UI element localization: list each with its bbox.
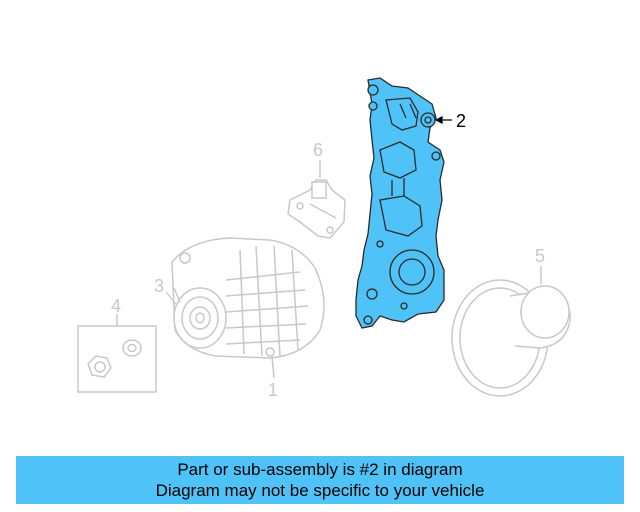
faded-leaders (165, 291, 177, 305)
part-2-bracket[interactable] (355, 77, 445, 329)
callout-label-3: 3 (154, 276, 164, 296)
part-6-regulator (287, 160, 346, 239)
part-4-nut-washer (77, 314, 157, 393)
part-1-alternator (171, 237, 325, 379)
part-5-pulley (451, 266, 571, 397)
callout-label-1: 1 (268, 380, 278, 400)
callout-label-6: 6 (313, 140, 323, 160)
callout-label-5: 5 (535, 246, 545, 266)
callout-2-leader (434, 116, 452, 124)
banner-line-1: Part or sub-assembly is #2 in diagram (177, 460, 463, 479)
banner-line-2: Diagram may not be specific to your vehi… (155, 481, 485, 500)
callout-label-2: 2 (456, 111, 466, 131)
callout-label-4: 4 (111, 296, 121, 316)
info-banner: Part or sub-assembly is #2 in diagram Di… (16, 456, 624, 504)
parts-diagram: 2 6 3 4 5 1 (77, 77, 571, 400)
